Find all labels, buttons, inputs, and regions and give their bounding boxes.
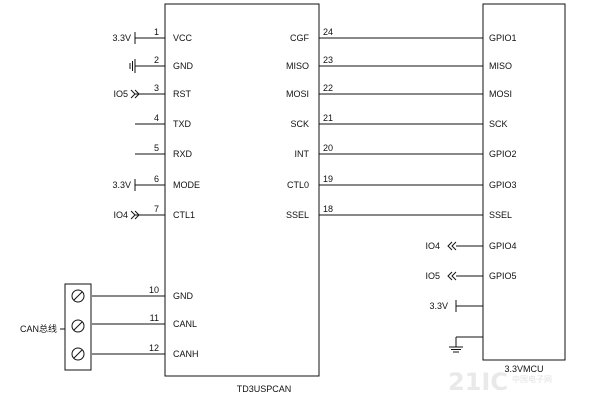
pin-number: 5 <box>154 143 159 153</box>
net-label: IO4 <box>425 241 440 251</box>
pin-name: RST <box>173 89 192 99</box>
mcu-pin-name: GPIO4 <box>489 241 517 251</box>
offpage-arrow-left-icon <box>447 271 457 281</box>
pin-name: GND <box>173 291 194 301</box>
pin-name: SSEL <box>286 210 309 220</box>
pin-name: SCK <box>290 119 309 129</box>
ground-icon <box>449 337 463 353</box>
chevron <box>451 241 457 251</box>
pin-name: GND <box>173 61 194 71</box>
pin-number: 22 <box>323 83 333 93</box>
mcu-pin-name: MOSI <box>489 89 512 99</box>
pin-name: CTL1 <box>173 210 195 220</box>
net-label: 3.3V <box>112 180 131 190</box>
mcu-pin-name: GPIO3 <box>489 180 517 190</box>
chevron <box>130 89 136 99</box>
pin-number: 4 <box>154 113 159 123</box>
pin-name: MOSI <box>286 89 309 99</box>
chevron <box>447 271 453 281</box>
pin-number: 19 <box>323 174 333 184</box>
screw-head <box>71 289 85 303</box>
chevron <box>134 210 140 220</box>
chevron <box>451 271 457 281</box>
pin-number: 6 <box>154 174 159 184</box>
pin-number: 2 <box>154 55 159 65</box>
screw-terminal-icon <box>71 319 85 333</box>
pin-number: 23 <box>323 55 333 65</box>
pin-number: 11 <box>150 313 159 323</box>
net-label: IO5 <box>113 89 128 99</box>
net-label: 3.3V <box>429 301 448 311</box>
pin-name: CTL0 <box>287 180 309 190</box>
screw-head <box>71 319 85 333</box>
pin-name: CANH <box>173 349 199 359</box>
screw-head <box>71 347 85 361</box>
chip-body-mcu <box>482 3 566 361</box>
pin-number: 1 <box>154 27 159 37</box>
pin-number: 21 <box>323 113 333 123</box>
left-pin-1 <box>134 32 165 44</box>
mcu-power-gnd <box>449 336 483 353</box>
pin-number: 18 <box>323 204 333 214</box>
offpage-arrow-right-icon <box>130 210 140 220</box>
mcu-io-8 <box>447 271 483 281</box>
screw-slot <box>73 321 83 331</box>
screw-terminal-icon <box>71 347 85 361</box>
screw-slot <box>73 291 83 301</box>
pin-name: MODE <box>173 180 200 190</box>
pin-name: CGF <box>290 33 310 43</box>
pin-number: 3 <box>154 83 159 93</box>
pin-name: VCC <box>173 33 193 43</box>
pin-number: 12 <box>149 343 159 353</box>
watermark-logo: 21IC <box>448 368 508 396</box>
left-pin-7 <box>130 210 165 220</box>
chip-name-label: 3.3VMCU <box>504 364 543 374</box>
chevron <box>447 241 453 251</box>
pin-name: MISO <box>286 61 309 71</box>
pin-number: 24 <box>323 27 333 37</box>
mcu-pin-name: GPIO5 <box>489 271 517 281</box>
left-pin-2 <box>129 59 165 73</box>
pin-name: TXD <box>173 119 192 129</box>
offpage-arrow-right-icon <box>130 89 140 99</box>
left-pin-3 <box>130 89 165 99</box>
net-label: 3.3V <box>112 33 131 43</box>
mcu-pin-name: SSEL <box>489 210 512 220</box>
mcu-pin-name: MISO <box>489 61 512 71</box>
mcu-pin-name: GPIO2 <box>489 149 517 159</box>
screw-terminal-icon <box>71 289 85 303</box>
pin-name: INT <box>295 149 310 159</box>
ground-icon <box>129 59 136 73</box>
mcu-pin-name: SCK <box>489 119 508 129</box>
pin-name: RXD <box>173 149 193 159</box>
pin-name: CANL <box>173 319 197 329</box>
screw-slot <box>73 349 83 359</box>
chevron <box>130 210 136 220</box>
pin-number: 10 <box>149 285 159 295</box>
pin-number: 20 <box>323 143 333 153</box>
net-label: IO4 <box>113 210 128 220</box>
connector-label: CAN总线 <box>20 323 57 334</box>
watermark-subtitle: 中国电子网 <box>512 374 552 384</box>
left-pin-6 <box>134 179 165 191</box>
net-label: IO5 <box>425 271 440 281</box>
chip-body-td3uspcan <box>164 3 320 377</box>
can-bus-connector <box>60 283 92 371</box>
connector-body <box>64 283 92 371</box>
pin-number: 7 <box>154 204 159 214</box>
chip-name-label: TD3USPCAN <box>237 384 292 394</box>
mcu-io-7 <box>447 241 483 251</box>
offpage-arrow-left-icon <box>447 241 457 251</box>
chevron <box>134 89 140 99</box>
mcu-pin-name: GPIO1 <box>489 33 517 43</box>
mcu-power-vcc <box>455 300 483 312</box>
